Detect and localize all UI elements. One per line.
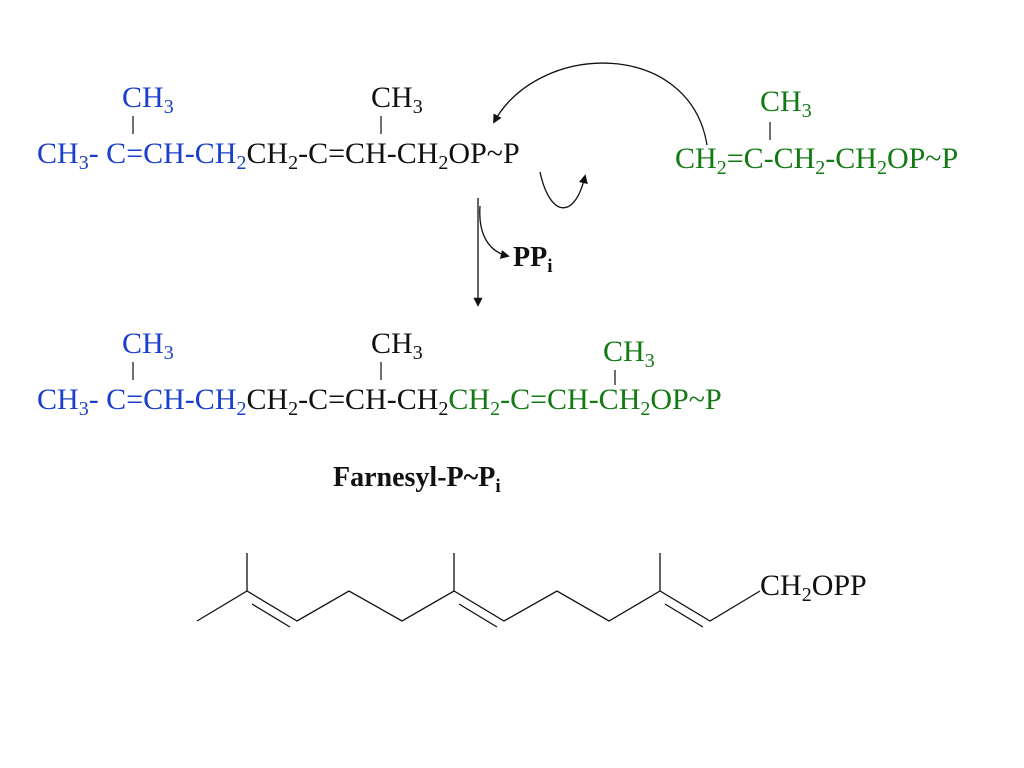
skeletal-double-bond-3 <box>664 603 704 628</box>
skeletal-chain <box>196 590 761 622</box>
leaving-group-arrow <box>539 171 588 209</box>
farnesyl-pp: CH3 CH3 CH3 CH3- C=CH-CH2CH2-C=CH-CH2CH2… <box>37 327 722 420</box>
product-name: Farnesyl-P~Pi <box>333 462 501 497</box>
fpp-ch3-mid: CH3 <box>371 327 423 364</box>
gpp-ch3-mid: CH3 <box>371 81 423 118</box>
skeletal-formula: CH2OPP <box>196 553 867 628</box>
gpp-ch3-left: CH3 <box>122 81 174 118</box>
ppi-label: PPi <box>513 242 553 277</box>
fpp-chain: CH3- C=CH-CH2CH2-C=CH-CH2CH2-C=CH-CH2OP~… <box>37 383 722 420</box>
gpp-chain: CH3- C=CH-CH2CH2-C=CH-CH2OP~P <box>37 137 520 174</box>
skeletal-double-bond-1 <box>251 603 291 628</box>
skeletal-label: CH2OPP <box>760 569 867 606</box>
geranyl-pp: CH3 CH3 CH3- C=CH-CH2CH2-C=CH-CH2OP~P <box>37 81 520 174</box>
fpp-ch3-right: CH3 <box>603 335 655 372</box>
skeletal-double-bond-2 <box>458 603 498 628</box>
ipp-chain: CH2=C-CH2-CH2OP~P <box>675 142 958 179</box>
nucleophilic-attack-arrow <box>493 62 708 146</box>
fpp-ch3-left: CH3 <box>122 327 174 364</box>
ppi-release-arrow <box>479 205 510 259</box>
isopentenyl-pp: CH3 CH2=C-CH2-CH2OP~P <box>675 85 958 179</box>
ipp-ch3: CH3 <box>760 85 812 122</box>
